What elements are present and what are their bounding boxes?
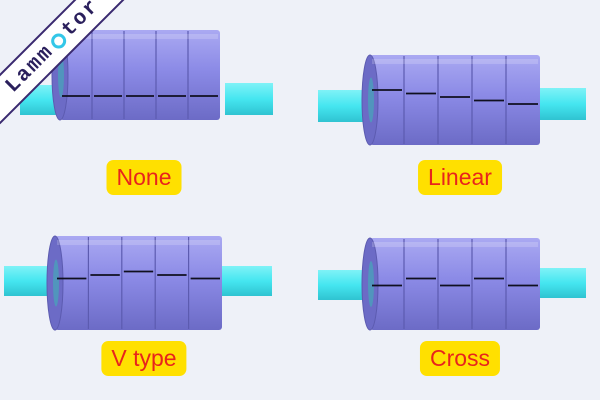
- rotor-linear: [318, 54, 586, 146]
- rotor-highlight: [57, 240, 220, 245]
- shaft-end-face: [368, 77, 374, 123]
- label-v-type: V type: [101, 341, 187, 376]
- rotor-body: [370, 55, 540, 145]
- shaft-right: [540, 88, 586, 120]
- rotor-v-type: [4, 235, 272, 331]
- shaft-end-face: [368, 261, 374, 307]
- label-linear: Linear: [418, 160, 502, 195]
- shaft-right: [225, 83, 273, 115]
- shaft-end-face: [53, 259, 59, 307]
- rotor-body: [55, 236, 222, 330]
- shaft-right: [222, 266, 272, 296]
- rotor-body: [60, 30, 220, 120]
- rotor-cross: [318, 237, 586, 331]
- rotor-highlight: [372, 59, 538, 64]
- shaft-right: [540, 268, 586, 298]
- rotor-highlight: [62, 34, 218, 39]
- rotor-highlight: [372, 242, 538, 247]
- rotor-body: [370, 238, 540, 330]
- label-none: None: [106, 160, 182, 195]
- label-cross: Cross: [419, 341, 501, 376]
